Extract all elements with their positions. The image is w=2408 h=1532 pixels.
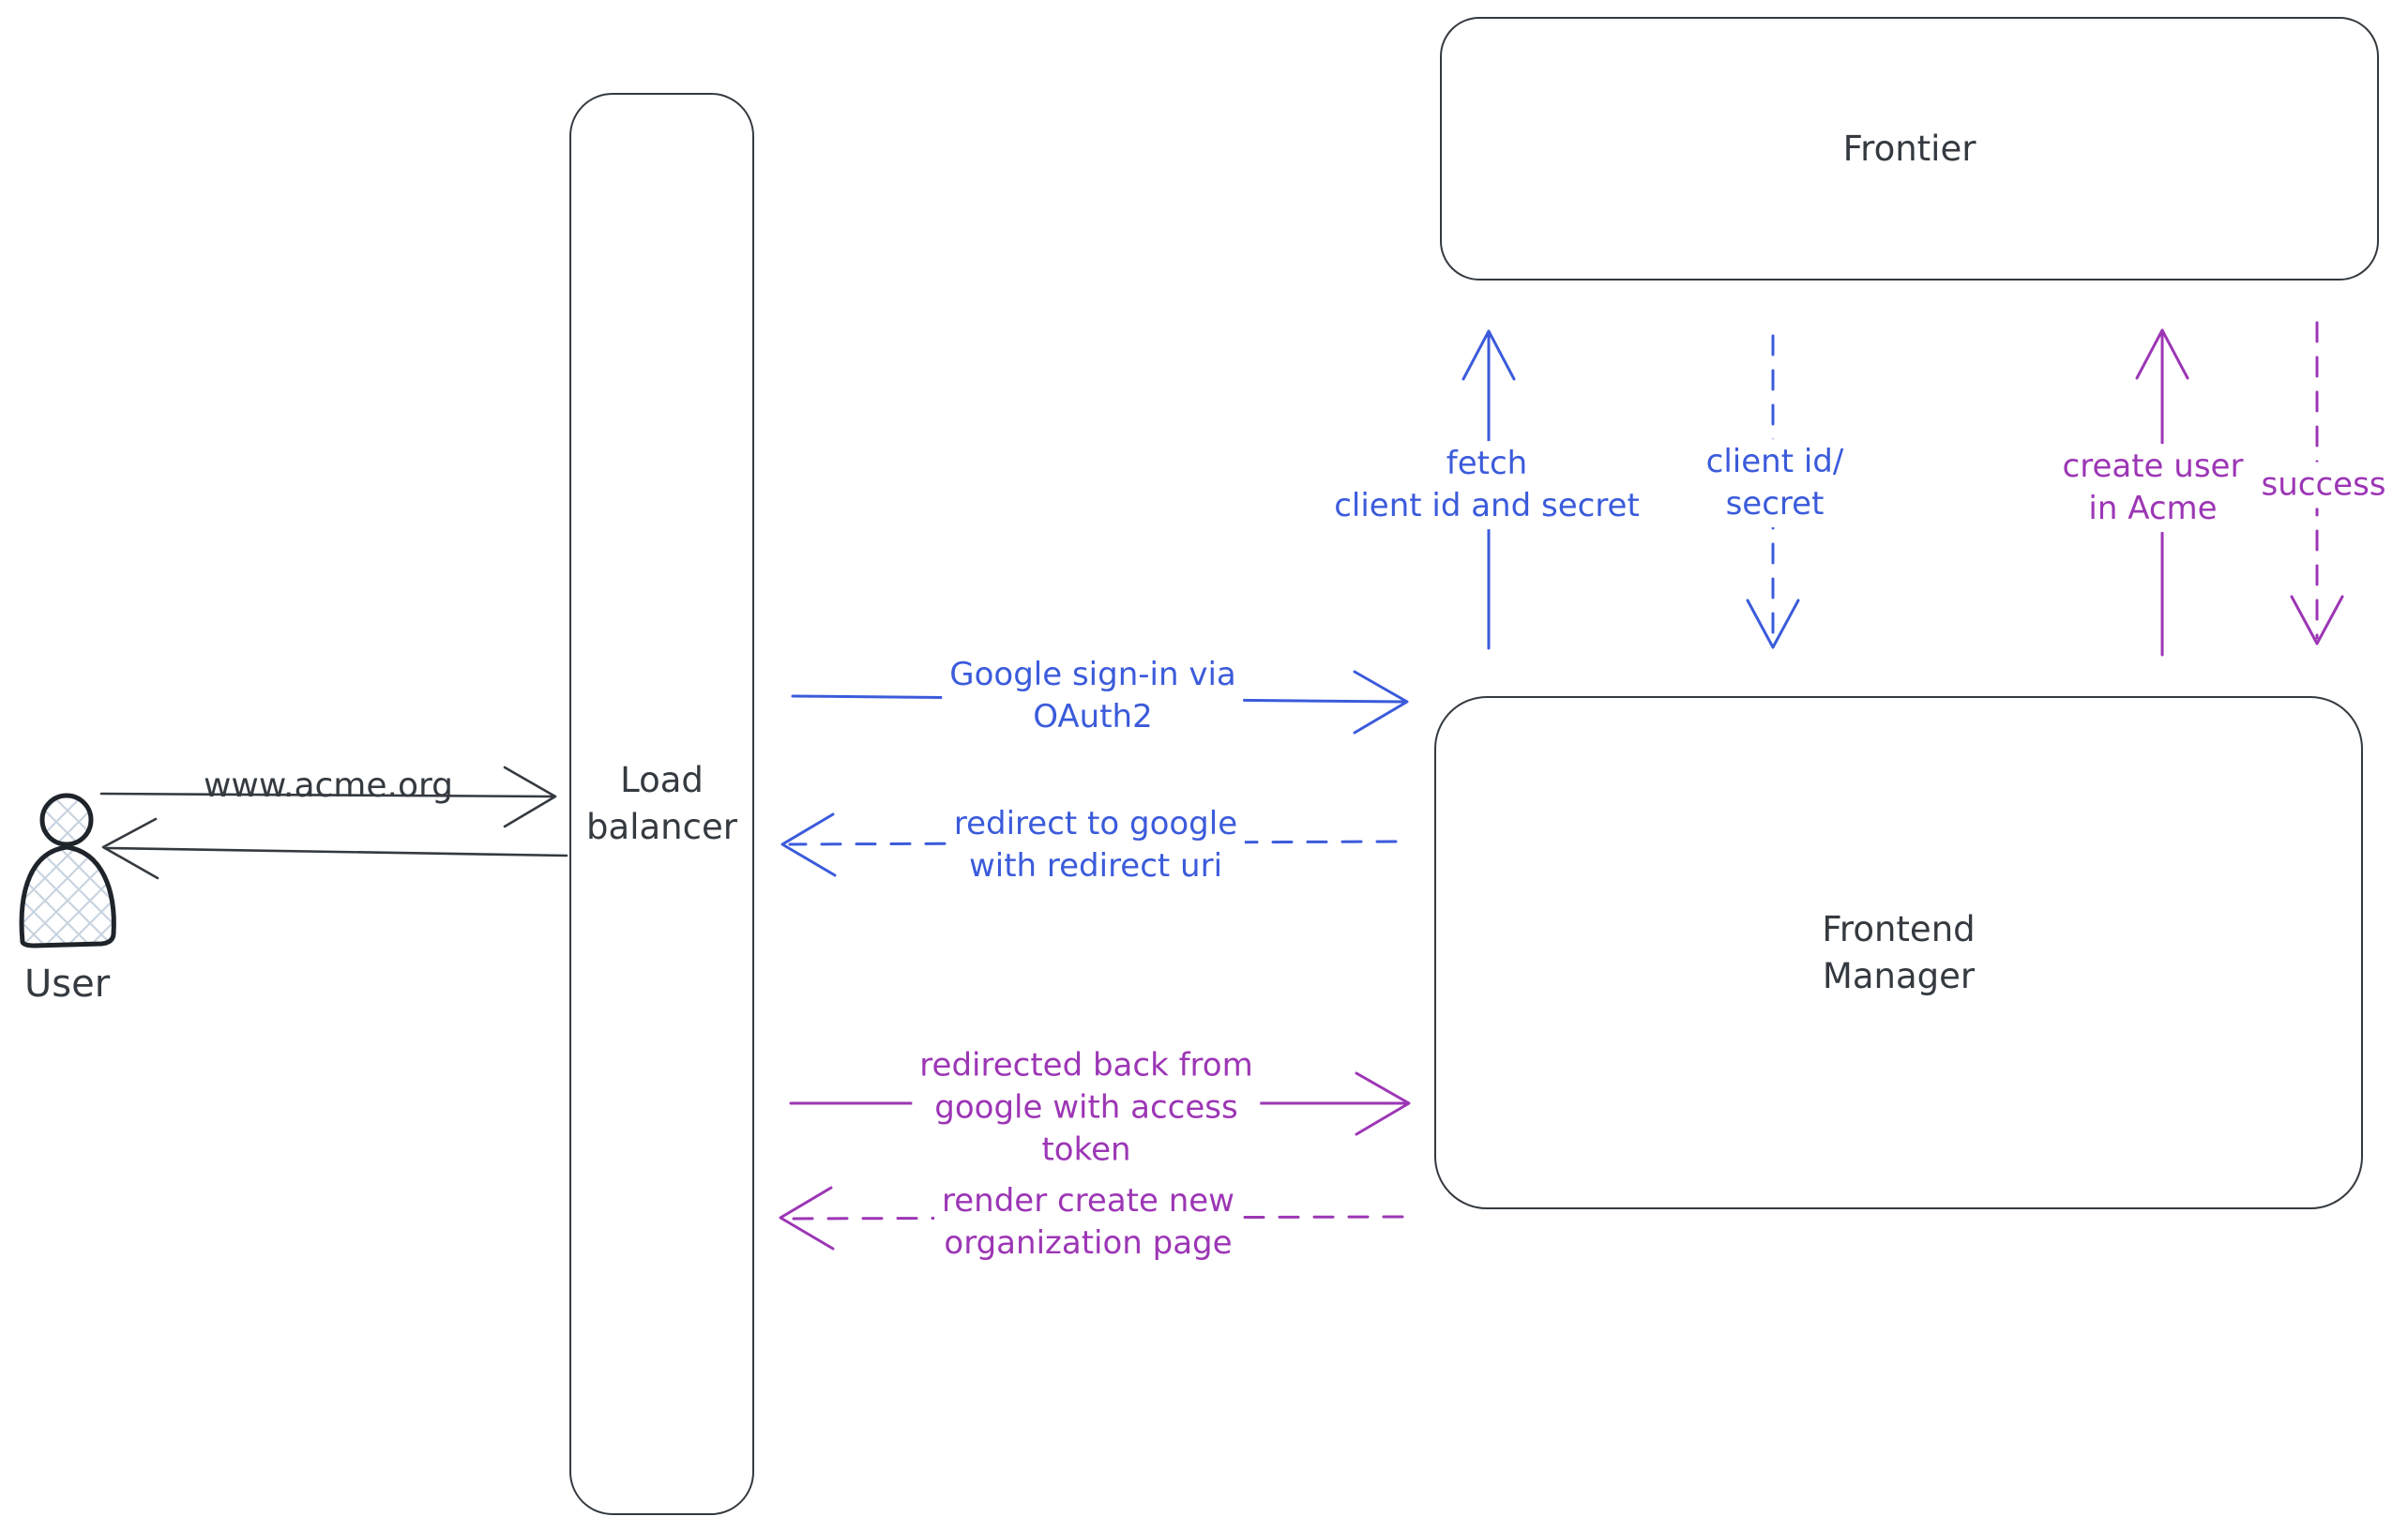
arrow-label-redirect-google: redirect to google with redirect uri	[946, 801, 1246, 889]
node-frontend-manager: Frontend Manager	[1434, 696, 2363, 1209]
node-load-balancer: Load balancer	[569, 93, 754, 1515]
arrow-www-acme	[99, 766, 557, 828]
load-balancer-label: Load balancer	[586, 760, 737, 847]
arrow-label-create-user: create user in Acme	[2054, 444, 2251, 532]
arrow-label-redirected-back: redirected back from google with access …	[912, 1042, 1261, 1174]
arrow-render-page	[779, 1186, 1404, 1251]
user-label: User	[24, 963, 111, 1006]
arrow-label-success: success	[2253, 462, 2394, 508]
arrow-label-google-signin: Google sign-in via OAuth2	[942, 652, 1244, 740]
frontier-label: Frontier	[1842, 128, 1976, 169]
user-icon	[19, 793, 116, 948]
arrow-redirect-google	[780, 812, 1398, 877]
arrow-label-render-page: render create new organization page	[934, 1178, 1242, 1267]
node-frontier: Frontier	[1440, 17, 2379, 281]
arrow-label-client-id-secret: client id/ secret	[1698, 439, 1852, 527]
arrow-label-www-acme: www.acme.org	[203, 766, 454, 806]
frontend-manager-label: Frontend Manager	[1822, 908, 1976, 996]
arrow-lb-to-user	[101, 817, 568, 880]
arrow-label-fetch-secret: fetch client id and secret	[1326, 441, 1647, 529]
